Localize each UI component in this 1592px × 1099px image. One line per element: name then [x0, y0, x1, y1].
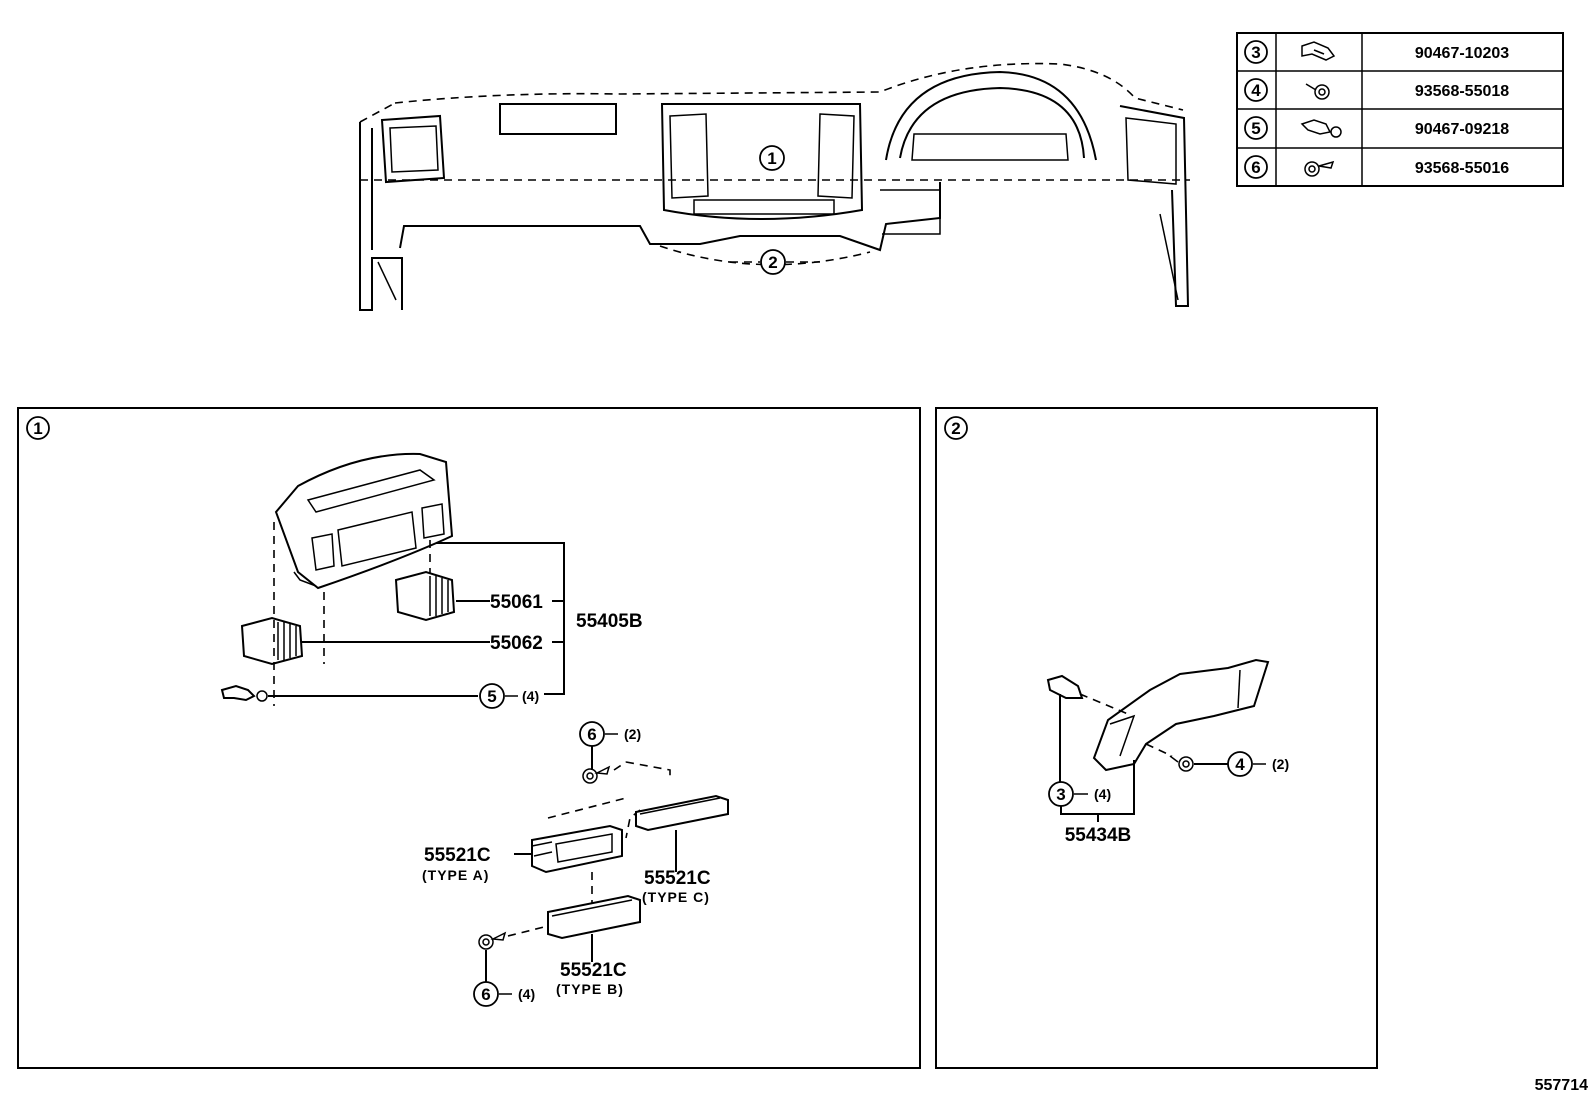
detail-panel-1: 1 55061 5506 [17, 407, 921, 1069]
svg-text:5: 5 [487, 687, 496, 706]
label-55405B: 55405B [576, 611, 643, 632]
table-row: 4 93568-55018 [1244, 78, 1509, 102]
svg-text:(4): (4) [1094, 786, 1111, 802]
ref-callout-4: 4 (2) [1227, 751, 1289, 777]
register-type-b-illustration [547, 894, 641, 940]
vent-55062-illustration [240, 616, 304, 666]
table-part-no: 90467-10203 [1415, 45, 1509, 62]
table-ref: 5 [1251, 119, 1260, 138]
table-ref: 6 [1251, 158, 1260, 177]
svg-text:2: 2 [768, 253, 777, 272]
label-55434B: 55434B [1065, 825, 1132, 846]
instrument-panel-overview: 1 2 [359, 62, 1190, 311]
vent-55061-illustration [394, 570, 456, 622]
clip-icon [220, 684, 268, 702]
panel-tag: 1 [26, 416, 50, 440]
svg-text:2: 2 [951, 419, 960, 438]
screw-grommet-icon [1305, 83, 1330, 100]
duct-55434B-illustration [1092, 658, 1270, 772]
cluster-bezel-illustration [274, 452, 454, 590]
screw-grommet-icon [1169, 755, 1194, 772]
label-type-b: (TYPE B) [556, 981, 624, 997]
svg-text:4: 4 [1235, 755, 1245, 774]
svg-text:1: 1 [767, 149, 776, 168]
label-type-a: (TYPE A) [422, 867, 489, 883]
detail-panel-2: 2 4 (2) 3 (4) [935, 407, 1378, 1069]
label-55061: 55061 [490, 592, 543, 613]
ref-callout-5: 5 (4) [479, 683, 539, 709]
label-type-c: (TYPE C) [642, 889, 710, 905]
svg-text:3: 3 [1056, 785, 1065, 804]
ref-callout-6-bottom: 6 (4) [473, 981, 535, 1007]
svg-text:(2): (2) [624, 726, 641, 742]
clip-icon [1301, 41, 1336, 61]
svg-text:6: 6 [587, 725, 596, 744]
label-55062: 55062 [490, 633, 543, 654]
clip-icon [1300, 119, 1342, 138]
table-part-no: 93568-55016 [1415, 160, 1509, 177]
register-type-c-illustration [635, 794, 729, 832]
label-55521C-type-c: 55521C [644, 868, 711, 889]
screw-icon [478, 931, 507, 950]
fastener-table: 3 90467-10203 4 93568-55018 5 [1236, 32, 1564, 187]
panel-tag: 2 [944, 416, 968, 440]
callout-2: 2 [730, 249, 820, 275]
ref-callout-3: 3 (4) [1048, 781, 1111, 807]
table-part-no: 90467-09218 [1415, 121, 1509, 138]
table-row: 6 93568-55016 [1244, 155, 1509, 179]
svg-text:6: 6 [481, 985, 490, 1004]
callout-1: 1 [759, 145, 785, 171]
ref-callout-6-top: 6 (2) [579, 721, 641, 747]
svg-text:(2): (2) [1272, 756, 1289, 772]
svg-text:1: 1 [33, 419, 42, 438]
label-55521C-type-a: 55521C [424, 845, 491, 866]
svg-text:(4): (4) [522, 688, 539, 704]
table-ref: 3 [1251, 43, 1260, 62]
table-part-no: 93568-55018 [1415, 83, 1509, 100]
table-ref: 4 [1251, 81, 1261, 100]
screw-icon [1304, 160, 1335, 177]
illustration-id: 557714 [1535, 1077, 1588, 1094]
svg-text:(4): (4) [518, 986, 535, 1002]
label-55521C-type-b: 55521C [560, 960, 627, 981]
table-row: 5 90467-09218 [1244, 116, 1509, 140]
table-row: 3 90467-10203 [1244, 40, 1509, 64]
register-type-a-illustration [531, 824, 623, 874]
clip-icon [1046, 674, 1084, 699]
screw-icon [582, 765, 611, 784]
